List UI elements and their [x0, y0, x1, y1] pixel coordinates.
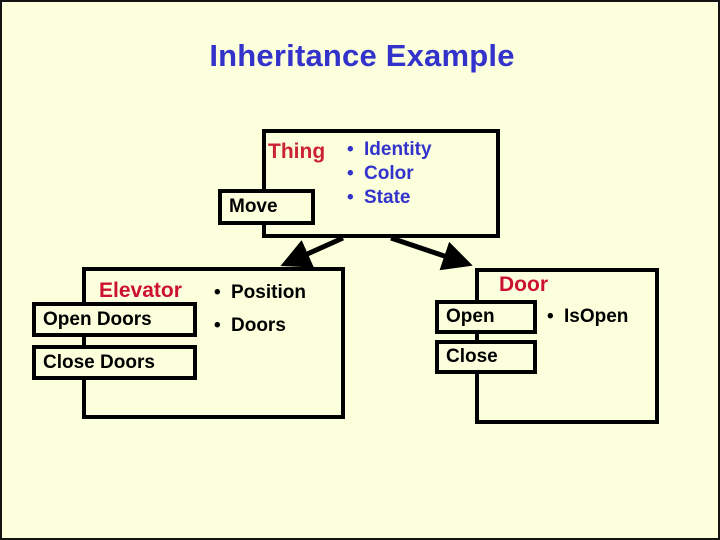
method-box-move[interactable]: Move [218, 189, 315, 225]
method-label: Open Doors [43, 308, 152, 330]
method-label: Move [229, 196, 278, 217]
method-box-open[interactable]: Open [435, 300, 537, 334]
bullet-icon: • [214, 315, 221, 336]
arrow-thing-to-elevator [280, 235, 345, 268]
attribute-label: IsOpen [564, 306, 629, 327]
method-box-open-doors[interactable]: Open Doors [32, 302, 197, 337]
attribute-item: • Identity [347, 138, 432, 162]
attribute-list-door: • IsOpen [547, 300, 628, 333]
class-name-elevator: Elevator [99, 279, 182, 302]
class-name-door: Door [499, 273, 548, 296]
class-name-thing: Thing [268, 140, 326, 163]
attribute-list-thing: • Identity • Color • State [347, 138, 432, 210]
method-label: Open [446, 306, 495, 327]
arrow-thing-to-door [390, 235, 473, 271]
method-box-close[interactable]: Close [435, 340, 537, 374]
attribute-item: • Color [347, 162, 432, 186]
attribute-item: • State [347, 186, 432, 210]
attribute-label: Color [364, 163, 414, 184]
class-box-thing[interactable] [262, 129, 500, 238]
bullet-icon: • [347, 187, 354, 208]
method-label: Close Doors [43, 351, 155, 373]
attribute-item: • IsOpen [547, 300, 628, 333]
method-label: Close [446, 346, 498, 367]
bullet-icon: • [214, 282, 221, 303]
attribute-label: Doors [231, 315, 286, 336]
attribute-item: • Position [214, 276, 306, 309]
page-title: Inheritance Example [209, 38, 515, 73]
bullet-icon: • [547, 306, 554, 327]
method-box-close-doors[interactable]: Close Doors [32, 345, 197, 380]
attribute-label: State [364, 187, 411, 208]
bullet-icon: • [347, 139, 354, 160]
bullet-icon: • [347, 163, 354, 184]
attribute-item: • Doors [214, 309, 306, 342]
class-box-elevator[interactable] [82, 267, 345, 419]
attribute-label: Position [231, 282, 306, 303]
attribute-label: Identity [364, 139, 432, 160]
attribute-list-elevator: • Position • Doors [214, 276, 306, 342]
